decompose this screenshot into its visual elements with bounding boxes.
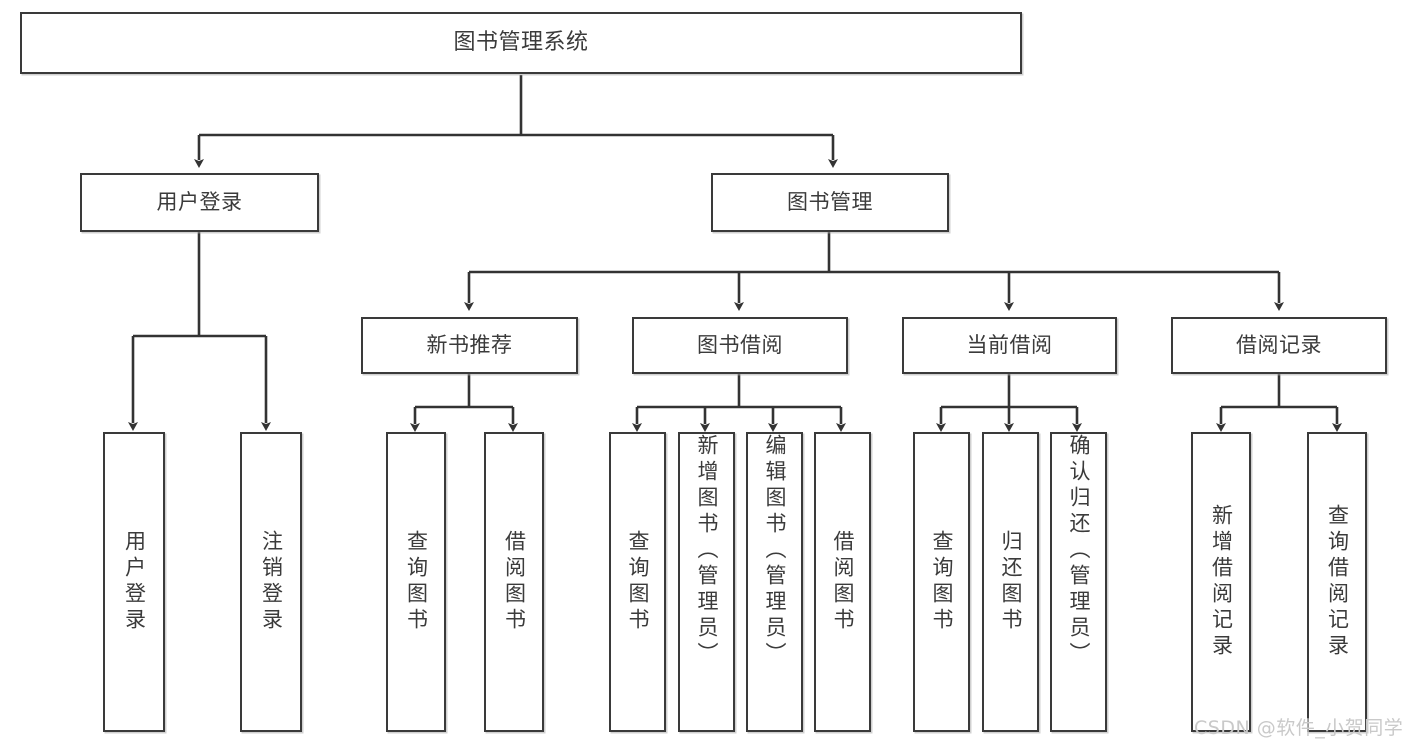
node-new-book-recommend[interactable]: 新书推荐 bbox=[361, 317, 578, 374]
node-leaf-edit-book-admin[interactable]: 编辑图书（管理员） bbox=[746, 432, 803, 732]
node-leaf-borrow-book-2-label: 借阅图书 bbox=[831, 530, 855, 634]
node-leaf-logout-login[interactable]: 注销登录 bbox=[240, 432, 302, 732]
node-current-borrow-label: 当前借阅 bbox=[966, 332, 1053, 357]
node-leaf-borrow-book-1-label: 借阅图书 bbox=[502, 530, 527, 634]
node-leaf-add-borrow-record[interactable]: 新增借阅记录 bbox=[1191, 432, 1251, 732]
node-book-manage[interactable]: 图书管理 bbox=[711, 173, 949, 232]
node-leaf-query-book-2-label: 查询图书 bbox=[626, 530, 650, 634]
node-leaf-query-borrow-record-label: 查询借阅记录 bbox=[1325, 504, 1350, 660]
node-leaf-borrow-book-1[interactable]: 借阅图书 bbox=[484, 432, 544, 732]
node-leaf-add-book-admin-label: 新增图书（管理员） bbox=[695, 434, 719, 668]
node-leaf-edit-book-admin-label: 编辑图书（管理员） bbox=[763, 434, 787, 668]
node-user-login-label: 用户登录 bbox=[156, 189, 243, 214]
node-leaf-query-book-1-label: 查询图书 bbox=[404, 530, 429, 634]
node-borrow-record[interactable]: 借阅记录 bbox=[1171, 317, 1387, 374]
node-leaf-return-book[interactable]: 归还图书 bbox=[982, 432, 1039, 732]
node-leaf-query-book-3-label: 查询图书 bbox=[930, 530, 954, 634]
node-leaf-add-book-admin[interactable]: 新增图书（管理员） bbox=[678, 432, 735, 732]
node-book-manage-label: 图书管理 bbox=[787, 189, 873, 214]
node-root[interactable]: 图书管理系统 bbox=[20, 12, 1022, 74]
node-root-label: 图书管理系统 bbox=[453, 29, 589, 55]
node-borrow-record-label: 借阅记录 bbox=[1236, 332, 1322, 357]
node-leaf-user-login-label: 用户登录 bbox=[122, 530, 147, 634]
node-leaf-return-book-label: 归还图书 bbox=[999, 530, 1023, 634]
node-leaf-query-book-1[interactable]: 查询图书 bbox=[386, 432, 446, 732]
node-leaf-user-login[interactable]: 用户登录 bbox=[103, 432, 165, 732]
node-leaf-query-book-3[interactable]: 查询图书 bbox=[913, 432, 970, 732]
node-current-borrow[interactable]: 当前借阅 bbox=[902, 317, 1117, 374]
csdn-watermark: CSDN @软件_小贺同学 bbox=[1194, 717, 1404, 739]
node-leaf-add-borrow-record-label: 新增借阅记录 bbox=[1209, 504, 1234, 660]
node-leaf-logout-login-label: 注销登录 bbox=[259, 530, 284, 634]
node-leaf-confirm-return-admin[interactable]: 确认归还（管理员） bbox=[1050, 432, 1107, 732]
node-leaf-confirm-return-admin-label: 确认归还（管理员） bbox=[1067, 434, 1091, 668]
node-book-borrow[interactable]: 图书借阅 bbox=[632, 317, 848, 374]
node-user-login[interactable]: 用户登录 bbox=[80, 173, 319, 232]
node-leaf-query-book-2[interactable]: 查询图书 bbox=[609, 432, 666, 732]
node-leaf-query-borrow-record[interactable]: 查询借阅记录 bbox=[1307, 432, 1367, 732]
node-leaf-borrow-book-2[interactable]: 借阅图书 bbox=[814, 432, 871, 732]
node-new-book-recommend-label: 新书推荐 bbox=[426, 332, 513, 357]
node-book-borrow-label: 图书借阅 bbox=[697, 332, 783, 357]
